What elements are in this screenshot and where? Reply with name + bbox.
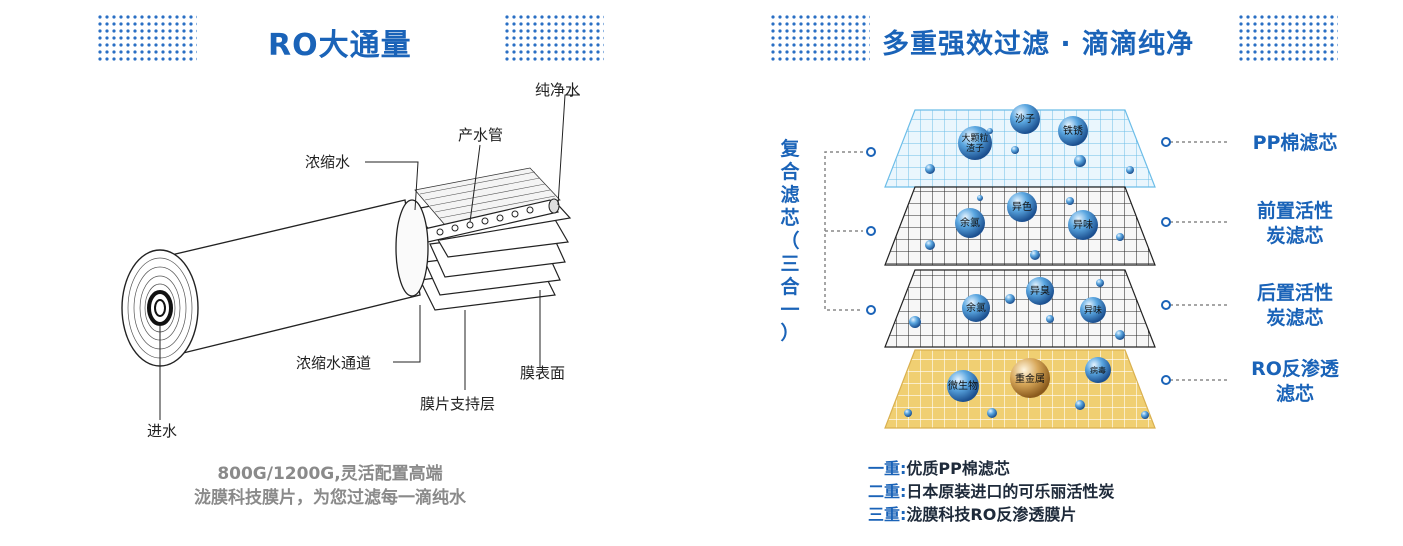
layer-label-line: RO反渗透 bbox=[1251, 358, 1339, 380]
particle-microbe: 微生物 bbox=[947, 370, 979, 402]
particle-label: 异味 bbox=[1084, 304, 1102, 316]
particle-label: 余氯 bbox=[966, 301, 986, 314]
vertical-char: （ bbox=[780, 230, 800, 252]
stage-text: 日本原装进口的可乐丽活性炭 bbox=[906, 482, 1115, 501]
layer-label-line: 炭滤芯 bbox=[1266, 225, 1324, 247]
layer-label-pp: PP棉滤芯 bbox=[1240, 131, 1350, 156]
particle-heavy-metal: 重金属 bbox=[1010, 358, 1050, 398]
layer-label-line: 后置活性 bbox=[1256, 282, 1333, 304]
layer-label-carbon-pre: 前置活性 炭滤芯 bbox=[1240, 199, 1350, 249]
particle-big-debris: 大颗粒渣子 bbox=[958, 126, 992, 160]
left-title: RO大通量 bbox=[268, 28, 412, 63]
layer-carbon-pre bbox=[884, 186, 1156, 266]
dot-grid-decoration-right-a bbox=[770, 14, 870, 62]
layer-label-ro: RO反渗透 滤芯 bbox=[1240, 357, 1350, 407]
stage-item: 一重:优质PP棉滤芯 bbox=[868, 457, 1114, 480]
layer-label-line: 滤芯 bbox=[1275, 383, 1314, 405]
label-membrane-surface: 膜表面 bbox=[520, 364, 566, 382]
vertical-char: 复 bbox=[780, 138, 800, 160]
membrane-cylinder bbox=[121, 199, 429, 367]
svg-text:大颗粒渣子: 大颗粒渣子 bbox=[961, 132, 988, 154]
right-connectors bbox=[1161, 137, 1230, 385]
particle-label: 异色 bbox=[1012, 200, 1032, 213]
vertical-char: 合 bbox=[780, 161, 800, 183]
particle-label: 铁锈 bbox=[1063, 124, 1083, 137]
vertical-char: 一 bbox=[780, 299, 800, 321]
dot-grid-decoration-left-b bbox=[504, 14, 604, 62]
layer-label-carbon-post: 后置活性 炭滤芯 bbox=[1240, 281, 1350, 331]
dot-grid-decoration-left-a bbox=[97, 14, 197, 62]
vertical-char: 芯 bbox=[780, 207, 800, 229]
label-inlet: 进水 bbox=[147, 422, 178, 440]
vertical-char: 合 bbox=[780, 276, 800, 298]
stage-text: 泷膜科技RO反渗透膜片 bbox=[906, 505, 1077, 524]
particle-label: 沙子 bbox=[1015, 113, 1035, 125]
right-title: 多重强效过滤 · 滴滴纯净 bbox=[882, 29, 1195, 60]
stage-key: 二重: bbox=[868, 482, 907, 501]
membrane-wrap bbox=[414, 167, 561, 226]
label-concentrate: 浓缩水 bbox=[305, 153, 351, 171]
particle-sand: 沙子 bbox=[1010, 104, 1040, 134]
caption-line-2: 泷膜科技膜片，为您过滤每一滴纯水 bbox=[194, 488, 466, 508]
stage-key: 一重: bbox=[868, 459, 907, 478]
particle-label: 微生物 bbox=[948, 379, 978, 392]
particle-label: 异臭 bbox=[1030, 284, 1050, 297]
particle-odor-2: 异味 bbox=[1080, 297, 1106, 323]
filter-layers-illustration: 大颗粒渣子 沙子 铁锈 余氯 异色 异味 余氯 异臭 异味 微生物 重金属 病毒 bbox=[884, 104, 1156, 429]
stage-text: 优质PP棉滤芯 bbox=[906, 459, 1010, 478]
particle-label: 余氯 bbox=[960, 216, 980, 229]
stage-item: 三重:泷膜科技RO反渗透膜片 bbox=[868, 503, 1114, 526]
layer-label-line: PP棉滤芯 bbox=[1252, 132, 1338, 154]
particle-label: 病毒 bbox=[1090, 365, 1106, 375]
label-membrane-support: 膜片支持层 bbox=[420, 395, 496, 413]
layer-label-line: 前置活性 bbox=[1256, 200, 1333, 222]
stage-item: 二重:日本原装进口的可乐丽活性炭 bbox=[868, 480, 1114, 503]
caption-line-1: 800G/1200G,灵活配置高端 bbox=[217, 464, 443, 484]
particle-rust: 铁锈 bbox=[1058, 116, 1088, 146]
label-product-tube: 产水管 bbox=[458, 126, 504, 144]
vertical-char: 三 bbox=[780, 253, 800, 275]
stages-list: 一重:优质PP棉滤芯 二重:日本原装进口的可乐丽活性炭 三重:泷膜科技RO反渗透… bbox=[868, 457, 1114, 526]
vertical-label: 复 合 滤 芯 （ 三 合 一 ） bbox=[777, 138, 803, 345]
particle-odor-1: 异味 bbox=[1068, 210, 1098, 240]
stage-key: 三重: bbox=[868, 505, 907, 524]
ro-membrane-illustration bbox=[121, 94, 580, 420]
vertical-char: 滤 bbox=[780, 184, 800, 206]
particle-label: 重金属 bbox=[1015, 372, 1045, 385]
particle-virus: 病毒 bbox=[1085, 357, 1111, 383]
label-concentrate-channel: 浓缩水通道 bbox=[296, 354, 372, 372]
particle-color: 异色 bbox=[1007, 192, 1037, 222]
droplets bbox=[904, 128, 1149, 419]
layer-carbon-post bbox=[884, 269, 1156, 348]
particle-chlorine-2: 余氯 bbox=[962, 294, 990, 322]
particle-label: 异味 bbox=[1073, 219, 1093, 231]
layer-label-line: 炭滤芯 bbox=[1266, 307, 1324, 329]
vertical-char: ） bbox=[780, 322, 800, 344]
particle-chlorine-1: 余氯 bbox=[955, 208, 985, 238]
particle-label: 大颗粒 bbox=[961, 132, 988, 144]
label-pure-water: 纯净水 bbox=[535, 81, 581, 99]
left-caption: 800G/1200G,灵活配置高端 泷膜科技膜片，为您过滤每一滴纯水 bbox=[140, 462, 520, 510]
left-bracket-connectors bbox=[824, 147, 876, 315]
particle-smell: 异臭 bbox=[1026, 277, 1054, 305]
dot-grid-decoration-right-b bbox=[1238, 14, 1338, 62]
leader-lines bbox=[159, 94, 580, 420]
